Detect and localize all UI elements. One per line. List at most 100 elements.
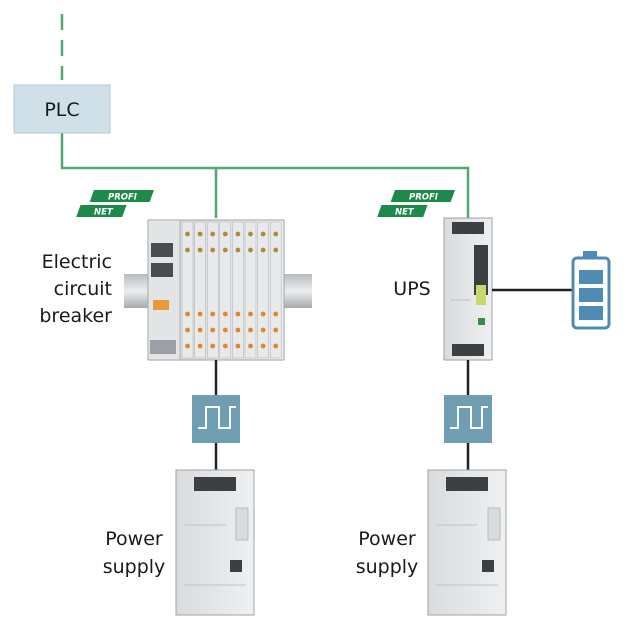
- power-supply-housing: [427, 469, 507, 616]
- ups-device[interactable]: [443, 217, 493, 361]
- channel-terminal-dot: [185, 231, 190, 237]
- channel-terminal-dot: [260, 311, 266, 317]
- profinet-logo-top-bar: [390, 190, 455, 202]
- power-supply-housing: [175, 469, 255, 616]
- channel-terminal-dot: [210, 311, 216, 317]
- ups-status-indicator: [476, 285, 486, 305]
- channel-terminal-dot: [210, 247, 216, 253]
- square-wave-icon: [450, 406, 488, 429]
- ethernet-port-2: [151, 263, 173, 277]
- ups-side-terminal: [474, 245, 488, 295]
- channel-terminal-dot: [260, 343, 266, 349]
- plc-block[interactable]: PLC: [13, 84, 111, 134]
- channel-terminal-dot: [222, 311, 228, 317]
- battery-cap: [583, 251, 597, 258]
- signal-terminal: [235, 507, 249, 541]
- breaker-label-line3: breaker: [39, 305, 112, 327]
- channel-terminal-dot: [235, 327, 241, 333]
- breaker-label-line2: circuit: [54, 278, 112, 300]
- plc-box: [13, 84, 111, 134]
- channel-terminal-dot: [185, 327, 190, 333]
- device-logo-mark: [482, 560, 494, 572]
- channel-terminal-dot: [185, 311, 190, 317]
- breaker-channel-module: [232, 221, 244, 359]
- profinet-bus-line: [60, 133, 470, 218]
- channel-terminal-dot: [273, 343, 279, 349]
- network-lines: [60, 14, 470, 218]
- breaker-channel-module: [194, 221, 206, 359]
- power-supply-left-label-line2: supply: [103, 556, 166, 578]
- power-supply-left-label-line1: Power: [105, 528, 163, 550]
- output-terminal-block: [194, 477, 236, 491]
- power-supply-right-device[interactable]: [427, 469, 507, 616]
- profinet-logo-bottom-bar: [377, 205, 428, 217]
- signal-box: [444, 395, 492, 443]
- channel-terminal-dot: [197, 311, 203, 317]
- signal-box-right: [444, 395, 492, 443]
- channel-terminal-dot: [260, 247, 266, 253]
- profinet-text-bottom: NET: [395, 208, 415, 218]
- power-supply-right-label-line1: Power: [358, 528, 416, 550]
- power-supply-right-label: Power supply: [356, 528, 419, 578]
- breaker-status-led: [153, 300, 169, 310]
- breaker-channel-module: [269, 221, 282, 359]
- channel-terminal-dot: [248, 231, 253, 237]
- breaker-channel-module: [219, 221, 232, 359]
- signal-terminal: [487, 507, 501, 541]
- channel-terminal-dot: [248, 247, 253, 253]
- breaker-label: Electric circuit breaker: [39, 251, 112, 327]
- battery-icon: [571, 251, 611, 330]
- power-supply-left-label: Power supply: [103, 528, 166, 578]
- channel-terminal-dot: [185, 343, 190, 349]
- circuit-breaker-device[interactable]: [124, 219, 312, 361]
- breaker-channel-module: [181, 221, 194, 359]
- channel-terminal-dot: [248, 327, 253, 333]
- channel-terminal-dot: [210, 327, 216, 333]
- channel-terminal-dot: [273, 327, 279, 333]
- power-supply-right-label-line2: supply: [356, 556, 419, 578]
- channel-terminal-dot: [235, 343, 241, 349]
- channel-terminal-dot: [197, 231, 203, 237]
- channel-terminal-dot: [210, 343, 216, 349]
- channel-terminal-dot: [273, 231, 279, 237]
- breaker-channel-module: [244, 221, 257, 359]
- ups-label: UPS: [393, 278, 430, 300]
- channel-terminal-dot: [273, 311, 279, 317]
- breaker-head-module: [147, 219, 181, 361]
- battery-cell-middle: [579, 288, 603, 302]
- channel-terminal-dot: [248, 343, 253, 349]
- signal-box: [192, 395, 240, 443]
- channel-terminal-dot: [222, 247, 228, 253]
- breaker-connector: [150, 340, 176, 354]
- channel-terminal-dot: [197, 343, 203, 349]
- ups-bottom-terminal: [452, 344, 484, 356]
- breaker-channel-module: [206, 221, 219, 359]
- channel-terminal-dot: [248, 311, 253, 317]
- breaker-label-line1: Electric: [42, 251, 112, 273]
- channel-terminal-dot: [222, 343, 228, 349]
- profinet-text-top: PROFI: [108, 193, 137, 203]
- device-logo-mark: [230, 560, 242, 572]
- breaker-channel-module: [257, 221, 269, 359]
- power-supply-left-device[interactable]: [175, 469, 255, 616]
- channel-terminal-dot: [185, 247, 190, 253]
- channel-terminal-dot: [222, 231, 228, 237]
- square-wave-icon: [198, 406, 236, 429]
- battery-cell-top: [579, 270, 603, 284]
- breaker-channels: [181, 221, 282, 359]
- channel-terminal-dot: [197, 247, 203, 253]
- channel-terminal-dot: [210, 231, 216, 237]
- plc-label: PLC: [44, 99, 79, 121]
- profinet-text-top: PROFI: [409, 193, 438, 203]
- signal-box-left: [192, 395, 240, 443]
- profinet-logo-left: PROFI NET: [76, 190, 154, 218]
- channel-terminal-dot: [222, 327, 228, 333]
- channel-terminal-dot: [260, 231, 266, 237]
- channel-terminal-dot: [235, 247, 241, 253]
- channel-terminal-dot: [197, 327, 203, 333]
- profinet-text-bottom: NET: [94, 208, 114, 218]
- battery-cell-bottom: [579, 306, 603, 320]
- channel-terminal-dot: [260, 327, 266, 333]
- profinet-logo-right: PROFI NET: [377, 190, 455, 218]
